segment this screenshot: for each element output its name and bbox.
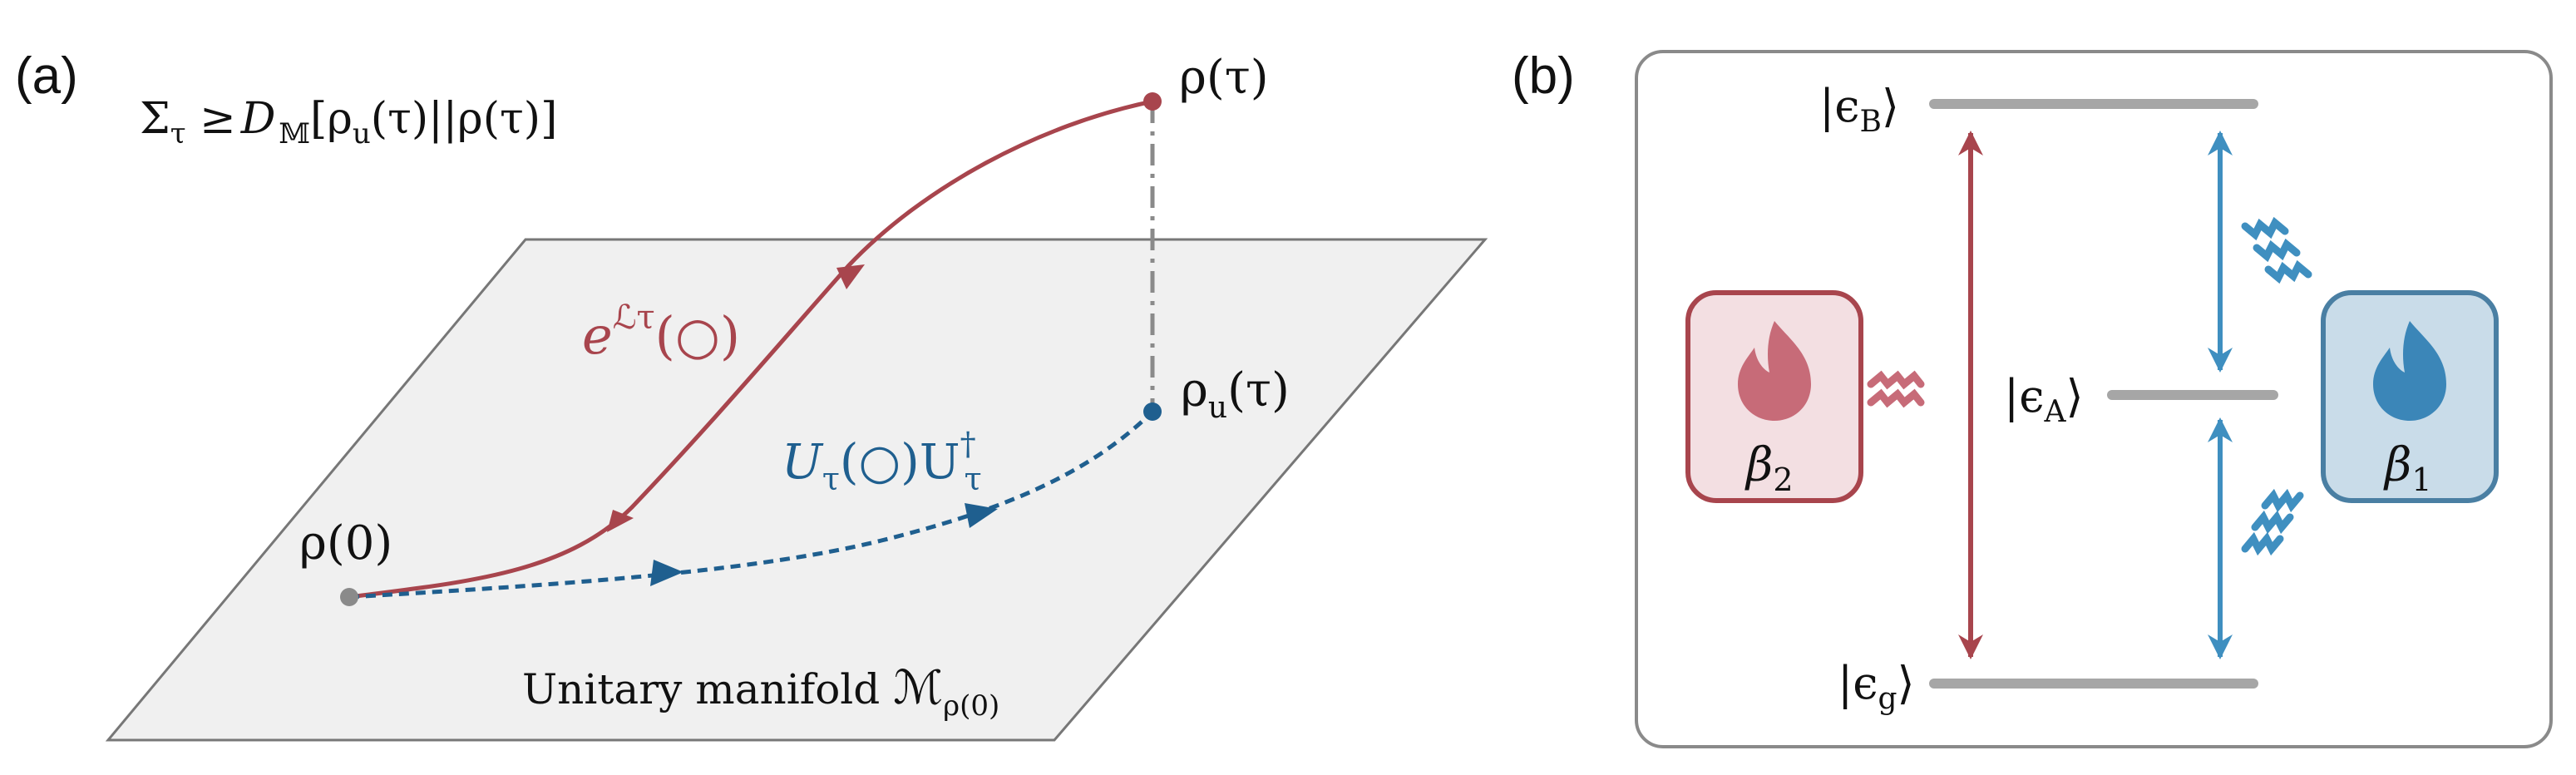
rho-0-point: [340, 588, 358, 606]
panel-b-frame: [1635, 50, 2553, 748]
eps-g-label: |ϵg⟩: [1838, 657, 1915, 716]
unitary-trajectory: [348, 410, 1154, 600]
beta-1-label: β1: [2383, 438, 2432, 498]
manifold-label: Unitary manifold ℳρ(0): [522, 661, 999, 723]
panel-b-label: (b): [1512, 47, 1575, 105]
photon-lower-icon: [2241, 488, 2304, 556]
rho-u-tau-point: [1143, 402, 1162, 421]
unitary-arrow-2: [965, 503, 998, 528]
lindblad-label: eℒτ(○): [582, 299, 740, 366]
rho-tau-label: ρ(τ): [1179, 51, 1269, 105]
beta-2-label: β2: [1744, 438, 1794, 498]
lindblad-arrow-1: [607, 510, 634, 532]
unitary-manifold-plane: [105, 238, 1488, 742]
lindblad-trajectory: [348, 99, 1153, 600]
rho-tau-point: [1143, 92, 1162, 111]
photon-red-icon: [1867, 370, 1925, 408]
unitary-label: Uτ(○)U†τ: [782, 426, 982, 497]
eps-A-label: |ϵA⟩: [2004, 370, 2084, 429]
unitary-arrow-1: [650, 560, 683, 586]
eps-B-label: |ϵB⟩: [1819, 80, 1899, 139]
photon-upper-icon: [2241, 216, 2312, 284]
lindblad-arrow-2: [836, 264, 865, 289]
panel-a-label: (a): [15, 47, 78, 105]
rho-0-label: ρ(0): [299, 516, 392, 570]
rho-u-tau-label: ρu(τ): [1181, 363, 1290, 425]
